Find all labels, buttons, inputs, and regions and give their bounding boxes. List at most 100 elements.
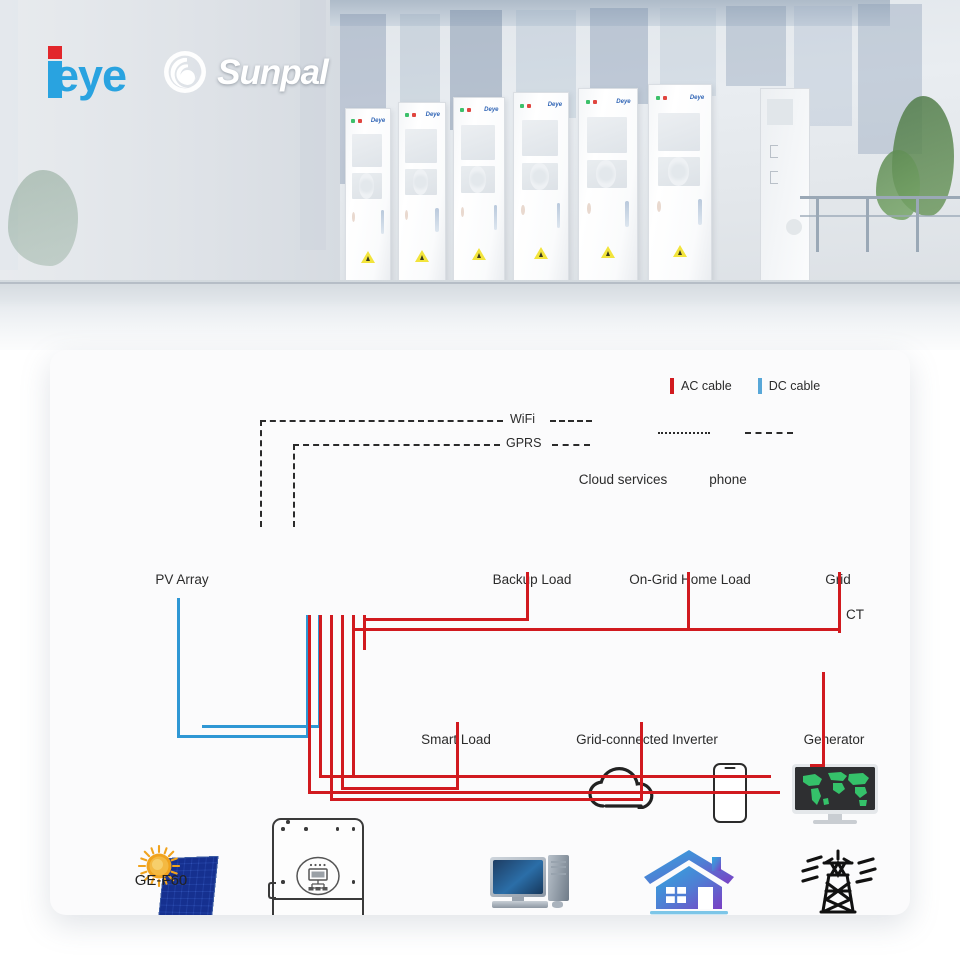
- hero-railing: [800, 196, 960, 199]
- deye-logo-text: eye: [54, 50, 127, 101]
- gprs-drop-line: [293, 444, 295, 527]
- hero-cabinet-fan: [469, 165, 486, 193]
- hero-cabinet-2: Deye: [398, 102, 446, 313]
- hero-cabinet-knob: [460, 207, 464, 218]
- ac-wire-ats-feed-riser: [319, 615, 322, 777]
- ac-wire-ct-segment: [838, 595, 841, 633]
- ac-wire-drop-4: [363, 615, 366, 650]
- sun-icon: [137, 844, 181, 888]
- ac-wire-smart-load-riser: [456, 722, 459, 790]
- hero-cabinet-fan: [359, 173, 375, 199]
- smart-load-label: Smart Load: [421, 732, 491, 747]
- deye-logo: eye: [42, 46, 127, 101]
- battery-cabinet-label: GE-F60: [134, 872, 188, 889]
- inverter-screw: [351, 880, 355, 884]
- power-tower-icon: [795, 845, 881, 915]
- hero-cabinet-leds: [585, 99, 597, 104]
- hero-cabinet-brand: Deye: [616, 98, 631, 105]
- hero-cabinet-dial: [786, 219, 802, 235]
- cloud-icon: [586, 765, 660, 810]
- hero-cabinet-screen: [461, 124, 495, 160]
- hero-pillar: [300, 0, 326, 250]
- pc-tower-slot: [551, 866, 566, 868]
- hero-cabinet-warning-icon: [601, 245, 615, 258]
- hero-cabinet-knob: [521, 204, 525, 216]
- hero-cabinet-brand: Deye: [370, 117, 386, 124]
- hero-cabinet-screen: [587, 116, 627, 154]
- hero-cabinet-bracket: [770, 171, 778, 184]
- ac-wire-drop-3: [352, 615, 355, 778]
- hero-cabinet-knob: [404, 209, 409, 220]
- hero-plant: [8, 170, 78, 266]
- hero-cabinet-panel: [767, 99, 793, 125]
- grid-inverter-label: Grid-connected Inverter: [576, 732, 718, 747]
- monitor-foot: [813, 820, 857, 824]
- hero-cabinet-leds: [460, 108, 471, 113]
- legend-item-ac: AC cable: [670, 378, 732, 394]
- hero-cabinet-warning-icon: [415, 249, 429, 262]
- inverter-screw: [281, 827, 285, 831]
- home-load-label: On-Grid Home Load: [629, 572, 751, 587]
- ac-wire-ats-return: [308, 791, 780, 794]
- wifi-to-cloud-line: [550, 420, 592, 422]
- deye-logo-bar-icon: [48, 61, 62, 98]
- hero-cabinet-handle: [435, 207, 439, 232]
- monitor-stand: [828, 814, 842, 820]
- ac-wire-smart-load-run: [341, 787, 459, 790]
- hero-cabinet-brand: Deye: [547, 102, 563, 109]
- wifi-drop-line: [260, 420, 262, 527]
- generator-label: Generator: [803, 732, 865, 747]
- phone-label: phone: [709, 472, 747, 487]
- hero-cabinet-screen: [657, 113, 700, 151]
- hero-photo: Deye Deye Deye: [0, 0, 960, 350]
- wifi-label: WiFi: [510, 412, 535, 426]
- hero-cabinet-knob: [657, 201, 662, 212]
- hero-cabinet-fan: [596, 159, 617, 188]
- ac-wire-drop-2: [341, 615, 344, 789]
- hero-railing-post: [816, 196, 819, 252]
- ac-wire-grid-bus: [352, 628, 841, 631]
- legend-item-dc: DC cable: [757, 378, 820, 394]
- hero-window: [726, 6, 786, 86]
- inverter-divider: [274, 898, 362, 900]
- ac-wire-grid-inverter-run: [330, 798, 643, 801]
- pc-tower-slot: [551, 873, 566, 875]
- hero-cabinet-screen: [352, 134, 383, 168]
- desktop-monitor-icon: [792, 764, 878, 826]
- deye-logo-accent-icon: [48, 46, 62, 59]
- gprs-to-cloud-line: [552, 444, 590, 446]
- hero-cabinet-brand: Deye: [689, 94, 705, 101]
- ac-cable-swatch-icon: [670, 378, 674, 394]
- hero-cabinet-warning-icon: [673, 244, 687, 257]
- dc-wire-battery-run: [202, 725, 321, 728]
- hero-cabinet-leds: [351, 118, 363, 123]
- desktop-computer-icon: [490, 855, 574, 913]
- ac-wire-ats-return-riser: [308, 615, 311, 793]
- cloud-to-phone-line: [658, 432, 710, 434]
- ac-wire-backup-riser: [526, 572, 529, 620]
- wifi-link-line: [260, 420, 503, 422]
- hero-railing: [800, 215, 960, 217]
- cloud-services-label: Cloud services: [578, 472, 668, 487]
- hero-cabinet-leds: [520, 103, 532, 108]
- hero-cabinet-warning-icon: [534, 247, 548, 260]
- pc-mouse: [552, 901, 563, 908]
- hero-cabinet-brand: Deye: [425, 112, 440, 119]
- grid-label: Grid: [794, 572, 882, 587]
- hero-plant: [876, 150, 920, 220]
- hero-cabinet-knob: [586, 202, 591, 214]
- inverter-display-icon: [295, 856, 341, 896]
- inverter-screw: [351, 827, 355, 831]
- hero-cabinet-handle: [624, 200, 629, 227]
- solar-panel-icon: [137, 844, 219, 915]
- sunpal-swirl-icon: [162, 49, 208, 95]
- hero-cabinet-handle: [493, 205, 497, 230]
- inverter-mount-bracket: [268, 882, 276, 899]
- monitor-screen: [795, 767, 875, 810]
- inverter-screw: [304, 827, 308, 831]
- dc-wire-pv-to-inverter: [306, 615, 309, 738]
- legend-label-ac: AC cable: [681, 379, 732, 393]
- hero-railing-post: [916, 196, 919, 252]
- gprs-label: GPRS: [506, 436, 542, 450]
